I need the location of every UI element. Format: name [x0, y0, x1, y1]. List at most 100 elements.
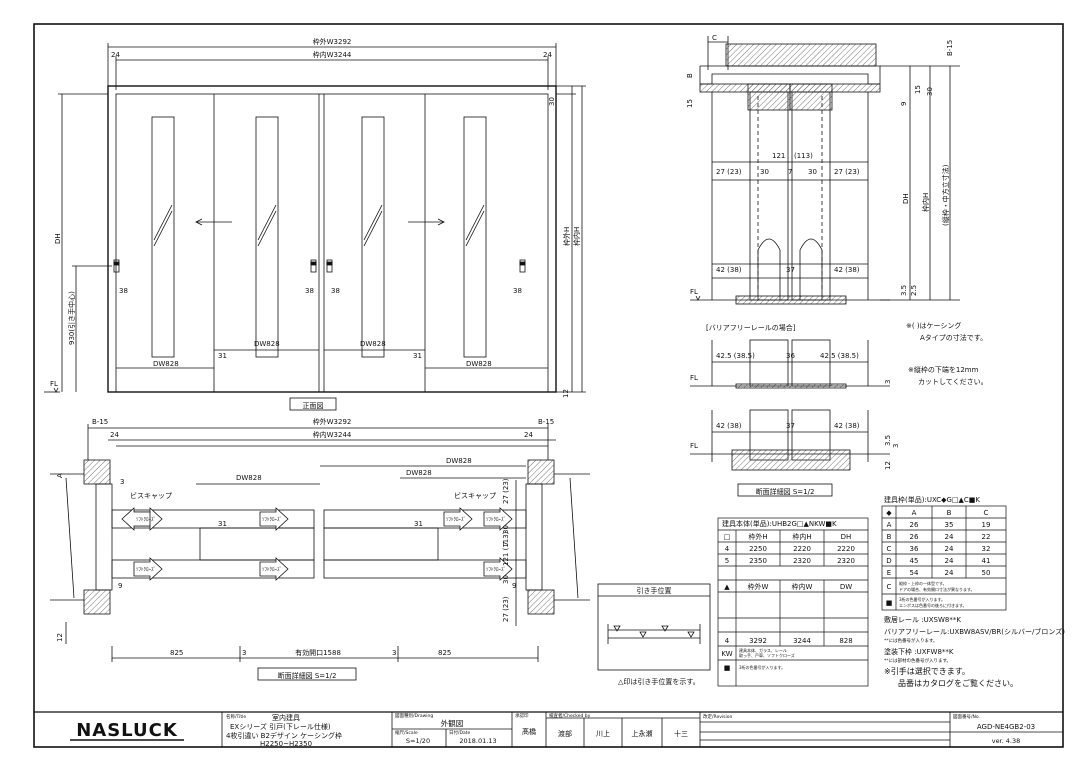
table2-r1-c3: 22 — [982, 533, 991, 541]
plan-dim-3-b: 3 — [392, 649, 396, 657]
plan-softclose-3: ｿﾌﾄｸﾛｰｽﾞ — [446, 516, 466, 523]
sec-dh: DH — [902, 193, 910, 204]
plan-softclose-2: ｿﾌﾄｸﾛｰｽﾞ — [262, 516, 282, 523]
front-dw-4: DW828 — [466, 360, 492, 368]
front-dim-24-left: 24 — [111, 51, 120, 59]
sec-d425: 42.5 (38.5) — [716, 352, 755, 360]
table1-w-r0-c1: 3292 — [749, 637, 767, 645]
table2-c-note2: ドアの場合、有効開口寸法が異なります。 — [899, 586, 975, 592]
table1-h-r0-c1: 2250 — [749, 545, 767, 553]
front-dim-31-a: 31 — [218, 352, 227, 360]
table2-r4-c1: 54 — [910, 569, 919, 577]
version: ver. 4.38 — [992, 737, 1021, 745]
table-body — [717, 517, 869, 687]
logo: NASLUCK — [76, 720, 178, 741]
title-block — [34, 711, 1063, 747]
plan-dim-a: A — [56, 473, 64, 478]
plan-v27-b: 27 (23) — [502, 596, 510, 622]
front-title: 正面図 — [303, 402, 324, 410]
plan-title: 断面詳細図 S=1/2 — [278, 671, 337, 680]
drawing-type: 外観図 — [441, 718, 464, 728]
plan-dim-9-right: 9 — [512, 582, 516, 590]
sec-d42: 42 (38) — [716, 266, 742, 274]
front-dim-30: 30 — [548, 97, 556, 106]
title-block-text: NASLUCK 名称/Title 室内建具 EXシリーズ 引戸(下レール仕様) … — [70, 712, 1035, 748]
plan-dim-3-left: 3 — [120, 478, 124, 486]
vertical-section-labels: C B-15 B 15 15 30 9 121 (113) 27 (23) 30… — [686, 34, 988, 496]
drawing-label: 図面種別/Drawing — [395, 712, 433, 719]
table-body-labels: 建具本体(単品):UHB2G□▲NKW■K □ 枠外H 枠内H DH 4 225… — [721, 519, 855, 672]
handle-position-box — [597, 583, 711, 671]
note-barrier-sub: **には色番号が入ります。 — [884, 637, 938, 644]
table-frame — [881, 505, 1007, 611]
table1-kw-note2: 取っ手、戸車、ソフトクローズ — [739, 652, 795, 658]
front-dw-2: DW828 — [254, 340, 280, 348]
front-dim-38-b: 38 — [305, 287, 314, 295]
sec-d42c: 42 (38) — [716, 422, 742, 430]
scale-value: S=1/20 — [406, 737, 430, 745]
plan-opening: 有効開口1588 — [295, 648, 341, 657]
table2-sq-note: 3桁の色番号が入ります。 — [899, 596, 945, 602]
table2-r3-c0: D — [886, 557, 891, 565]
plan-dw-3: DW828 — [406, 469, 432, 477]
table1-h-r1-c3: 2320 — [837, 557, 855, 565]
plan-screw-cap-left: ビスキャップ — [130, 491, 172, 500]
sheet-border — [33, 23, 1064, 748]
plan-v121: 121 (113) — [502, 531, 510, 566]
front-inner-h: 枠内H — [572, 227, 581, 246]
note-catalog: 品番はカタログをご覧ください。 — [898, 678, 1018, 688]
table1-h-head-2: DH — [841, 533, 852, 541]
plan-v27-a: 27 (23) — [502, 478, 510, 504]
plan-softclose-6: ｿﾌﾄｸﾛｰｽﾞ — [262, 566, 282, 573]
table2-r0-c2: 35 — [945, 521, 954, 529]
plan-v30-a: 30 — [502, 525, 510, 534]
sec-d30b: 30 — [760, 168, 769, 176]
revision-label: 改定/Revision — [703, 713, 732, 720]
plan-dim-9-left: 9 — [118, 582, 122, 590]
plan-outer-w: 枠外W3292 — [313, 417, 352, 426]
sec-d113: (113) — [794, 152, 813, 160]
plan-dim-24-left: 24 — [110, 431, 119, 439]
sec-d37: 37 — [786, 266, 795, 274]
plan-dim-3-a: 3 — [242, 649, 246, 657]
table1-h-head-1: 枠内H — [792, 532, 811, 541]
front-dim-38-a: 38 — [119, 287, 128, 295]
plan-softclose-7: ｿﾌﾄｸﾛｰｽﾞ — [486, 566, 506, 573]
sec-d37b: 37 — [786, 422, 795, 430]
sec-note1b: Aタイプの寸法です。 — [920, 333, 987, 342]
plan-v7: 7 — [502, 542, 510, 546]
table2-sq-note2: エンボスは色番号の後ろに付きます。 — [899, 602, 967, 608]
table2-head-0: A — [912, 509, 917, 517]
table1-tri: ▲ — [724, 583, 730, 591]
table1-w-r0-c3: 828 — [839, 637, 852, 645]
sec-barrier-label: [バリアフリーレールの場合] — [706, 323, 796, 332]
date-value: 2018.01.13 — [459, 737, 496, 745]
table2-c-note: 縦枠・上枠の一体型です。 — [899, 580, 947, 586]
table1-h-r1-c1: 2350 — [749, 557, 767, 565]
table2-head-2: C — [984, 509, 989, 517]
plan-dim-31-left: 31 — [218, 520, 227, 528]
plan-v30-b: 30 — [502, 575, 510, 584]
sec-d35b: 3.5 — [884, 435, 892, 446]
plan-b15-right: B-15 — [538, 418, 554, 426]
sec-d12: 12 — [884, 461, 892, 470]
table1-kw-note: 建具本体、ガラス、レール — [739, 647, 787, 653]
sec-fl-1: FL — [690, 288, 698, 296]
table2-r2-c0: C — [887, 545, 892, 553]
table2-r3-c1: 45 — [910, 557, 919, 565]
table2-title: 建具枠(単品):UXC◆G□▲C■K — [884, 495, 980, 504]
front-fl: FL — [50, 380, 58, 388]
table1-h-r0-c2: 2220 — [793, 545, 811, 553]
front-view-labels: 枠外W3292 枠内W3244 24 24 DH 930(引き手中心) 枠外H … — [50, 37, 581, 410]
sec-fl-3: FL — [690, 442, 698, 450]
table2-r2-c2: 24 — [945, 545, 954, 553]
table2-sq: ■ — [886, 599, 893, 607]
sec-d36: 36 — [786, 352, 795, 360]
name-line4: H2250~H2350 — [260, 740, 312, 748]
sec-d15: 15 — [686, 99, 694, 108]
sec-d425b: 42.5 (38.5) — [820, 352, 859, 360]
table2-head-1: B — [947, 509, 952, 517]
name-line1: 室内建具 — [272, 713, 300, 722]
plan-section-labels: B-15 B-15 枠外W3292 枠内W3244 24 24 DW828 DW… — [56, 417, 554, 680]
front-view — [44, 43, 586, 411]
